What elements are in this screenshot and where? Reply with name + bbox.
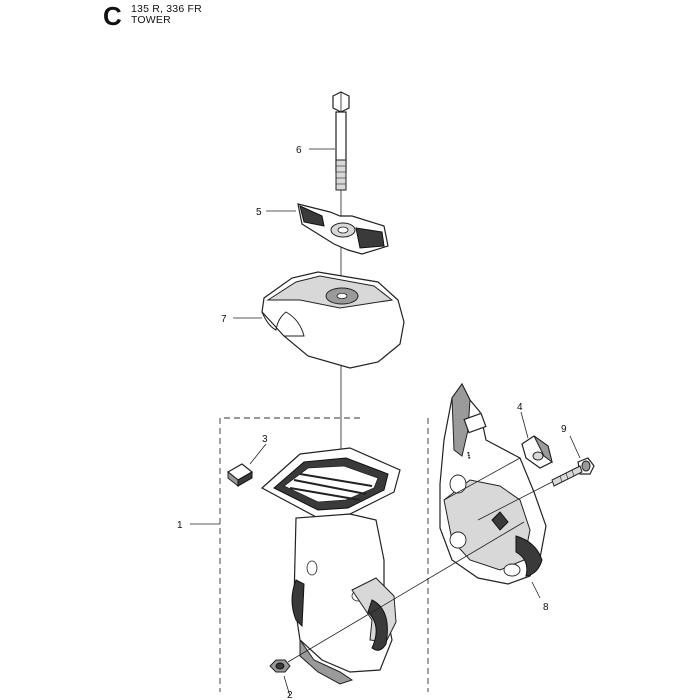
part-7-cover [261,271,405,369]
part-2-nut [269,659,291,673]
tower-housing [260,447,401,685]
leader-4 [520,411,529,439]
callout-4: 4 [517,402,523,413]
callout-6: 6 [296,145,302,156]
leader-2 [283,675,291,697]
callout-9: 9 [561,424,567,435]
part-6-bolt [332,91,350,191]
assembly-1-boundary [219,417,429,692]
model-list: 135 R, 336 FR [131,3,202,15]
svg-text:▪▪▪: ▪▪▪ [464,451,472,460]
callout-8: 8 [543,602,549,613]
leader-8 [531,581,541,599]
callout-1: 1 [177,520,183,531]
guide-line-nut-to-bracket [287,521,525,663]
part-5-wing-nut [297,203,389,255]
part-8-bracket: ▪▪▪ [439,382,547,585]
leader-3 [249,443,267,465]
callout-5: 5 [256,207,262,218]
guide-line-screw [477,481,553,521]
diagram-title: TOWER [131,14,171,26]
part-3-square-nut [226,463,254,488]
section-letter: C [103,1,122,31]
leader-9 [569,435,581,459]
guide-line-clip [443,457,521,501]
part-9-screw [551,457,595,487]
callout-2: 2 [287,690,293,700]
callout-7: 7 [221,314,227,325]
part-4-clip [521,435,553,469]
callout-3: 3 [262,434,268,445]
